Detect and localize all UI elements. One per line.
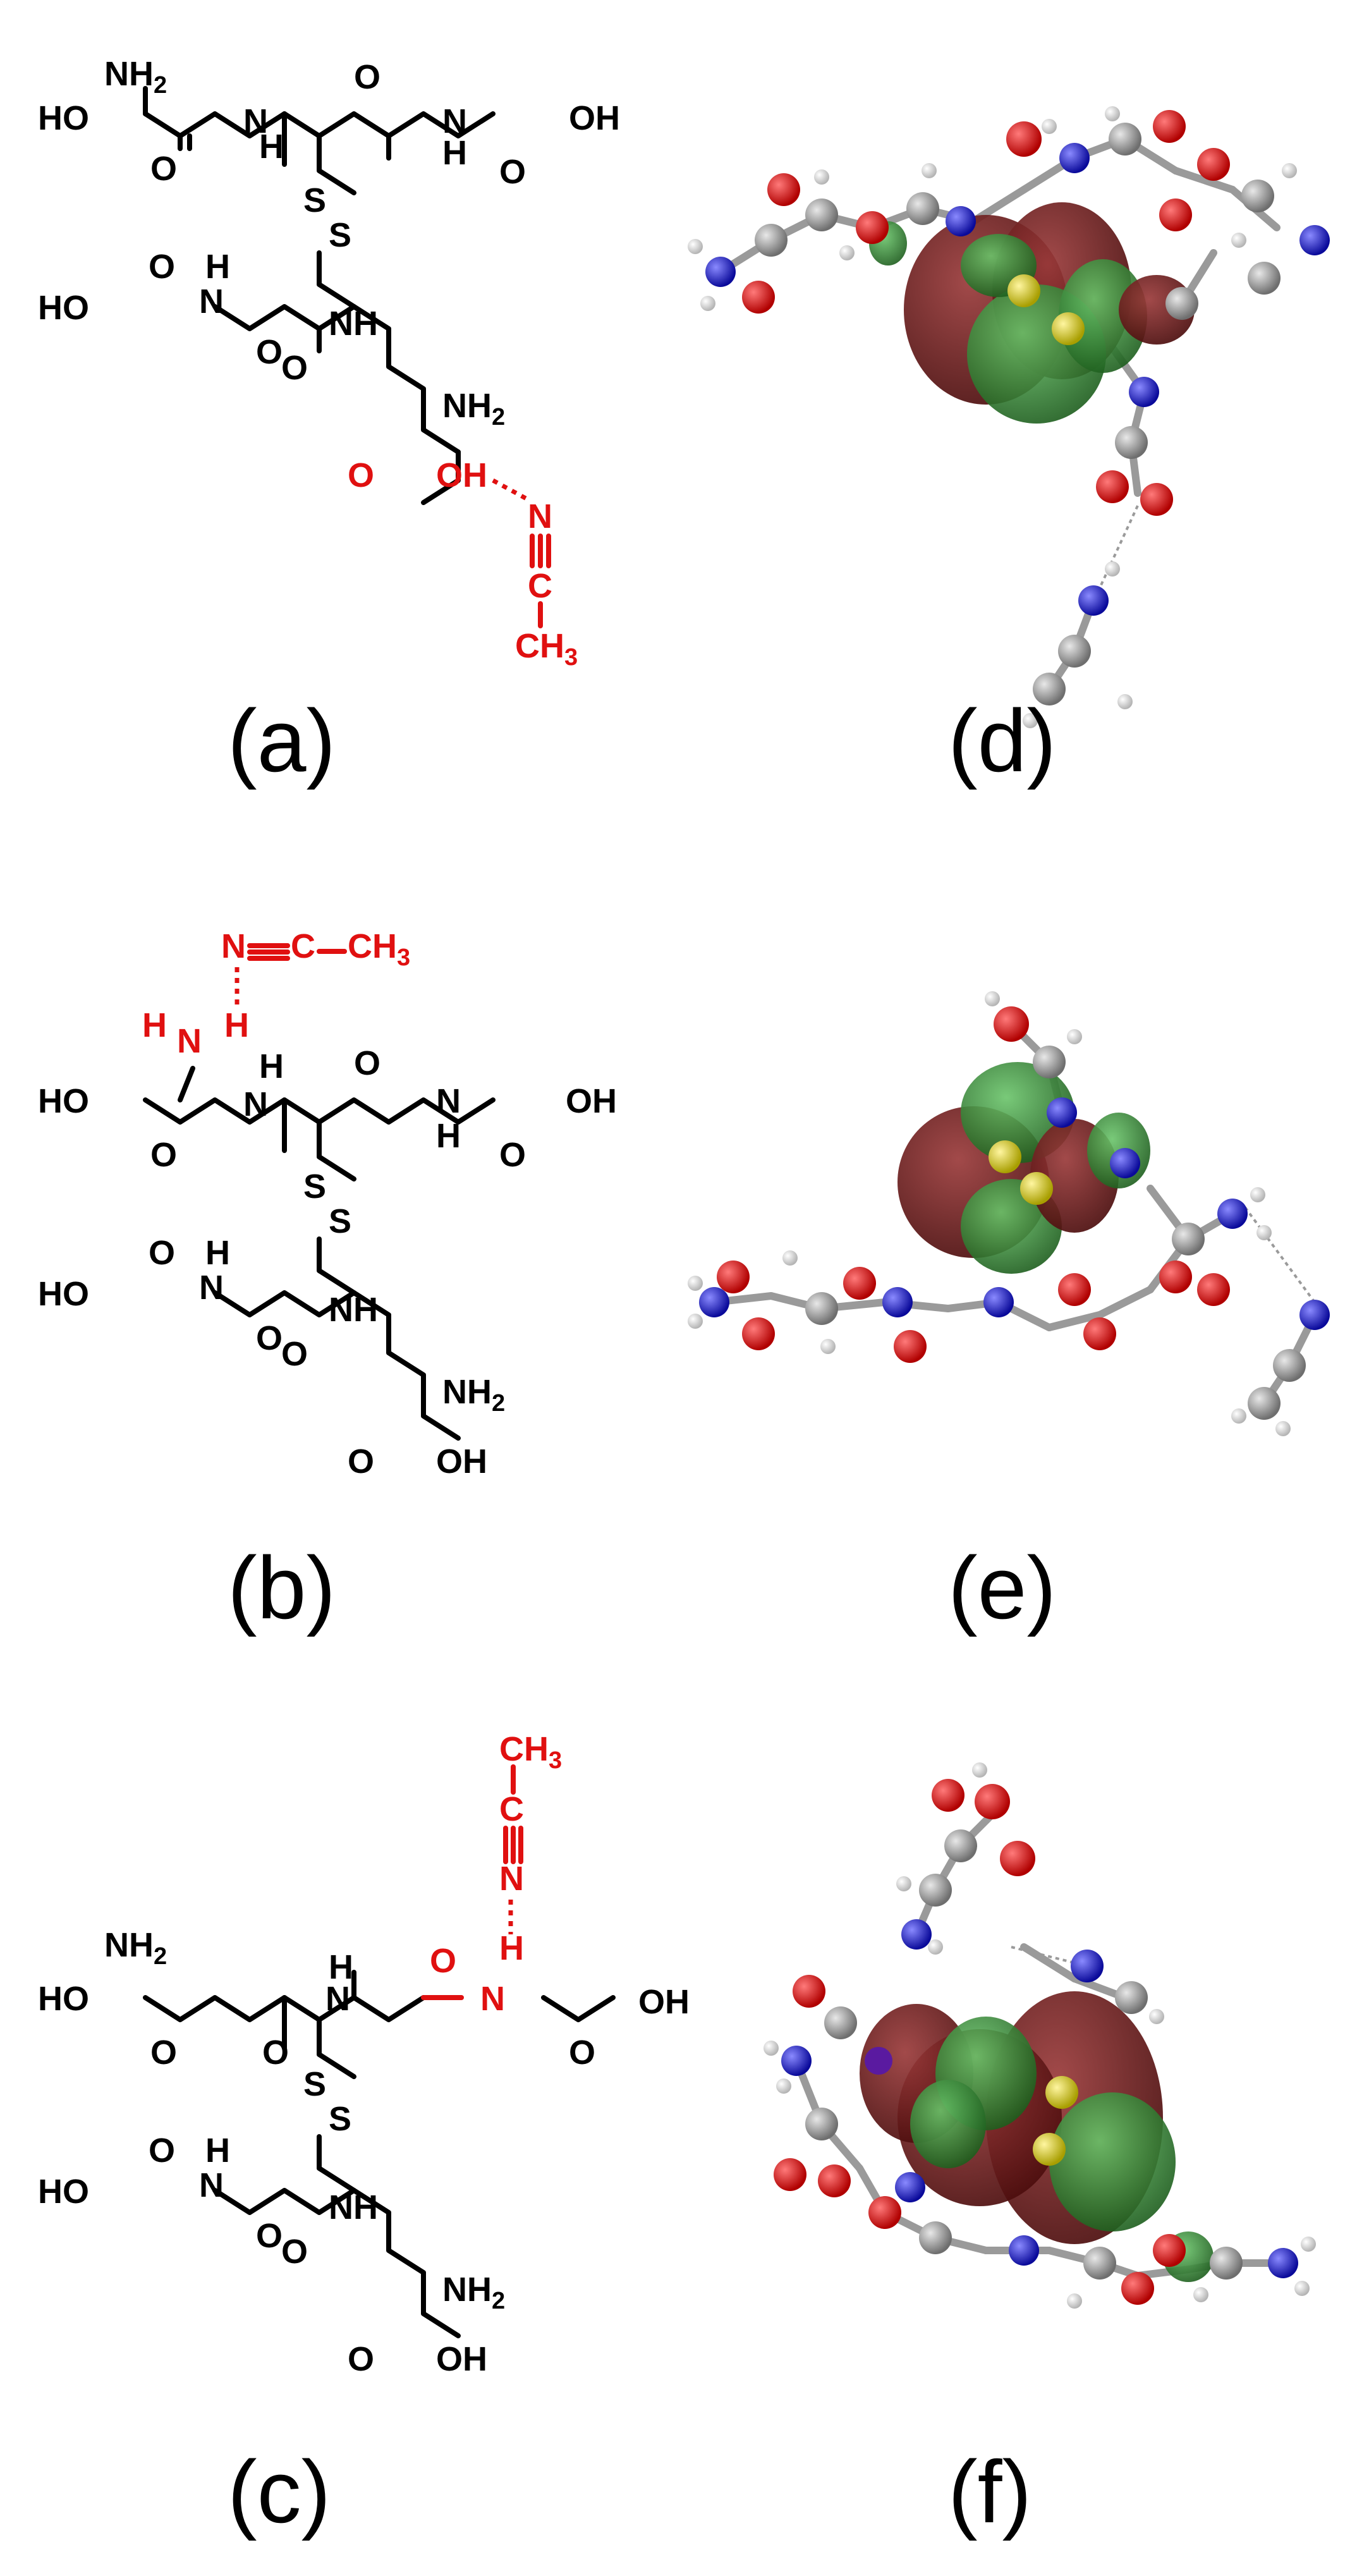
atom-c-n-red: N	[480, 1980, 505, 2018]
atom-c-n-3: N	[199, 2166, 224, 2204]
atom-a-o-1: O	[150, 150, 177, 188]
atom-c-o-2: O	[262, 2034, 289, 2072]
atom-b-o-5: O	[256, 1319, 283, 1357]
atom-c-h-1: H	[329, 1948, 353, 1986]
atom-c-o-4: O	[149, 2132, 175, 2170]
structure-a: NH2 HO O H N O N H OH O S S HO O H N O N…	[38, 55, 620, 671]
panel-label-b: (b)	[228, 1538, 336, 1637]
atom-c-oh-right: OH	[638, 1983, 690, 2021]
atom-c-nh-2: NH	[329, 2188, 378, 2226]
atom-a-nh2-top: NH2	[104, 55, 167, 99]
atom-b-nh2-bottom: NH2	[442, 1373, 505, 1417]
atom-a-n-2: N	[442, 102, 467, 140]
atom-a-nh-2: NH	[329, 305, 378, 343]
atom-b-n-1: N	[243, 1085, 268, 1123]
atom-c-s-2: S	[329, 2100, 351, 2138]
atom-b-o-1: O	[150, 1136, 177, 1174]
atom-a-n-red: N	[528, 497, 552, 535]
panel-label-f: (f)	[948, 2442, 1031, 2541]
atom-b-ch3-red: CH3	[348, 927, 410, 971]
atom-b-ho-mid: HO	[38, 1275, 89, 1313]
model-e	[688, 991, 1330, 1436]
atom-b-n-2: N	[436, 1082, 461, 1120]
atom-a-ch3-red: CH3	[515, 627, 578, 671]
atom-b-h-1: H	[259, 1047, 284, 1085]
atom-b-oh-bottom: OH	[436, 1443, 487, 1480]
model-e-atoms	[688, 991, 1330, 1436]
atom-c-s-1: S	[303, 2065, 326, 2103]
atom-c-h-red: H	[499, 1929, 524, 1967]
structure-c: CH3 C N H NH2 HO O O H N O N OH O S S HO…	[38, 1730, 690, 2378]
atom-a-o-3: O	[499, 153, 526, 191]
atom-b-nh-2: NH	[329, 1291, 378, 1329]
atom-a-o-6: O	[281, 349, 308, 387]
panel-label-c: (c)	[228, 2442, 331, 2541]
atom-c-oh-bottom: OH	[436, 2340, 487, 2378]
atom-a-nh2-bottom: NH2	[442, 387, 505, 430]
atom-c-o-1: O	[150, 2034, 177, 2072]
atom-a-s-2: S	[329, 216, 351, 254]
atom-b-h-red-1: H	[142, 1006, 167, 1044]
atom-c-ho-left: HO	[38, 1980, 89, 2018]
atom-b-n-red-top: N	[221, 927, 246, 965]
atom-c-o-6: O	[281, 2233, 308, 2271]
atom-b-n-3: N	[199, 1269, 224, 1307]
atom-c-c-red: C	[499, 1790, 524, 1828]
panel-label-a: (a)	[228, 691, 336, 790]
atom-c-o-3: O	[569, 2034, 595, 2072]
atom-b-h-red-2: H	[224, 1006, 249, 1044]
atom-c-h-3: H	[205, 2132, 230, 2170]
panel-label-e: (e)	[948, 1538, 1056, 1637]
atom-a-h-2: H	[442, 134, 467, 172]
atom-a-n-1: N	[243, 102, 268, 140]
structure-b: N C CH3 H N H HO O N H O N H OH O S S HO…	[38, 927, 617, 1480]
atom-c-o-5: O	[256, 2217, 283, 2255]
atom-c-ho-mid: HO	[38, 2173, 89, 2211]
atom-c-o-7: O	[348, 2340, 374, 2378]
atom-a-o-2: O	[354, 58, 380, 96]
atom-b-o-3: O	[499, 1136, 526, 1174]
atom-b-s-1: S	[303, 1168, 326, 1206]
atom-a-nh-1: H	[259, 128, 284, 166]
model-f	[764, 1762, 1316, 2309]
atom-c-ch3-red: CH3	[499, 1730, 562, 1774]
atom-a-oh-red: OH	[436, 456, 487, 494]
atom-b-o-6: O	[281, 1335, 308, 1373]
atom-b-h-2: H	[436, 1117, 461, 1155]
atom-b-n-red: N	[177, 1022, 202, 1060]
atom-c-o-red: O	[430, 1942, 456, 1980]
atom-a-o-4: O	[149, 248, 175, 286]
atom-a-o-red: O	[348, 456, 374, 494]
panel-label-d: (d)	[948, 691, 1056, 790]
atom-c-n-1: N	[326, 1980, 350, 2018]
model-d-atoms	[688, 106, 1330, 728]
atom-b-c-red: C	[291, 927, 315, 965]
atom-c-nh2-bottom: NH2	[442, 2271, 505, 2314]
atom-a-s-1: S	[303, 181, 326, 219]
atom-b-ho-left: HO	[38, 1082, 89, 1120]
atom-b-h-3: H	[205, 1234, 230, 1272]
atom-b-o-7: O	[348, 1443, 374, 1480]
atom-a-n-3: N	[199, 283, 224, 320]
atom-b-o-4: O	[149, 1234, 175, 1272]
atom-a-o-5: O	[256, 333, 283, 371]
atom-b-o-2: O	[354, 1044, 380, 1082]
model-f-atoms	[764, 1762, 1316, 2309]
atom-c-nh2-top: NH2	[104, 1926, 167, 1970]
atom-b-oh-right: OH	[566, 1082, 617, 1120]
atom-a-h-3: H	[205, 248, 230, 286]
atom-a-ho-left: HO	[38, 99, 89, 137]
atom-c-n-red-top: N	[499, 1860, 524, 1898]
atom-a-ho-mid: HO	[38, 289, 89, 327]
atom-b-s-2: S	[329, 1202, 351, 1240]
model-d	[688, 106, 1330, 728]
atom-a-c-red: C	[528, 567, 552, 605]
atom-a-oh-right: OH	[569, 99, 620, 137]
